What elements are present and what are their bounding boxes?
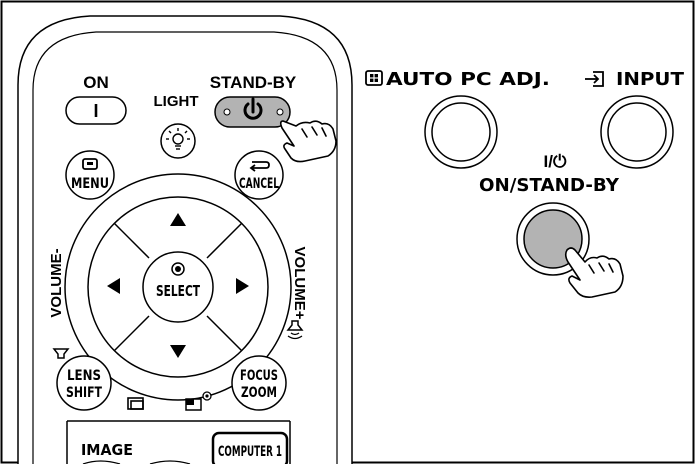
power-icon (243, 97, 263, 120)
menu-button[interactable] (65, 150, 115, 200)
computer1-button[interactable] (211, 431, 289, 464)
select-label: SELECT (156, 282, 201, 300)
nav-dividers (113, 222, 243, 352)
standby-label: STAND-BY (210, 73, 297, 92)
bottom-button-edge-2 (149, 460, 191, 464)
standby-led-left (223, 108, 231, 116)
arrow-up-icon[interactable] (170, 213, 186, 226)
lens-shift-button[interactable] (56, 355, 112, 411)
remote-control: ON I STAND-BY LIGHT MENU (17, 15, 353, 464)
image-label: IMAGE (81, 441, 133, 459)
pointing-hand-icon (279, 120, 337, 163)
speaker-high-icon (286, 320, 304, 340)
arrow-right-icon[interactable] (236, 278, 249, 294)
light-label: LIGHT (154, 93, 199, 110)
menu-icon (82, 158, 98, 170)
light-bulb-icon (166, 128, 190, 150)
lens-shift-line1: LENS (67, 368, 101, 384)
computer1-label: COMPUTER 1 (218, 444, 282, 460)
projector-panel: AUTO PC ADJ. INPUT I/⏻ ON/STAND-BY (365, 69, 685, 298)
on-button-symbol: I (93, 101, 98, 121)
screen-aspect-icon (127, 397, 144, 410)
standby-led-right (276, 108, 284, 116)
return-arrow-icon (249, 161, 270, 172)
volume-minus-label: VOLUME- (48, 248, 65, 317)
focus-zoom-line1: FOCUS (240, 368, 278, 384)
picture-in-picture-icon (185, 391, 212, 411)
lens-shift-line2: SHIFT (66, 385, 102, 401)
input-button (607, 102, 667, 162)
pointing-hand-icon (564, 247, 624, 298)
arrow-left-icon[interactable] (107, 278, 120, 294)
focus-zoom-button[interactable] (231, 355, 287, 411)
arrow-down-icon[interactable] (170, 345, 186, 358)
bottom-button-edge-1 (82, 460, 121, 464)
remote-inner-outline (32, 31, 338, 464)
speaker-low-icon (52, 348, 70, 359)
light-button[interactable] (160, 123, 196, 159)
cancel-label: CANCEL (239, 176, 279, 192)
on-button[interactable] (65, 96, 127, 125)
power-label-line2: ON/STAND-BY (479, 175, 620, 196)
menu-label: MENU (71, 176, 109, 192)
auto-adjust-icon (365, 70, 383, 86)
input-label: INPUT (616, 69, 685, 90)
power-label-line1: I/⏻ (544, 152, 567, 171)
focus-zoom-line2: ZOOM (241, 385, 277, 401)
auto-pc-adj-button (431, 102, 491, 162)
auto-pc-adj-label: AUTO PC ADJ. (386, 69, 550, 90)
input-arrow-icon (585, 71, 604, 87)
select-button[interactable] (142, 251, 214, 323)
on-label: ON (83, 73, 109, 92)
cancel-button[interactable] (234, 150, 284, 200)
volume-plus-label: VOLUME+ (291, 247, 308, 320)
